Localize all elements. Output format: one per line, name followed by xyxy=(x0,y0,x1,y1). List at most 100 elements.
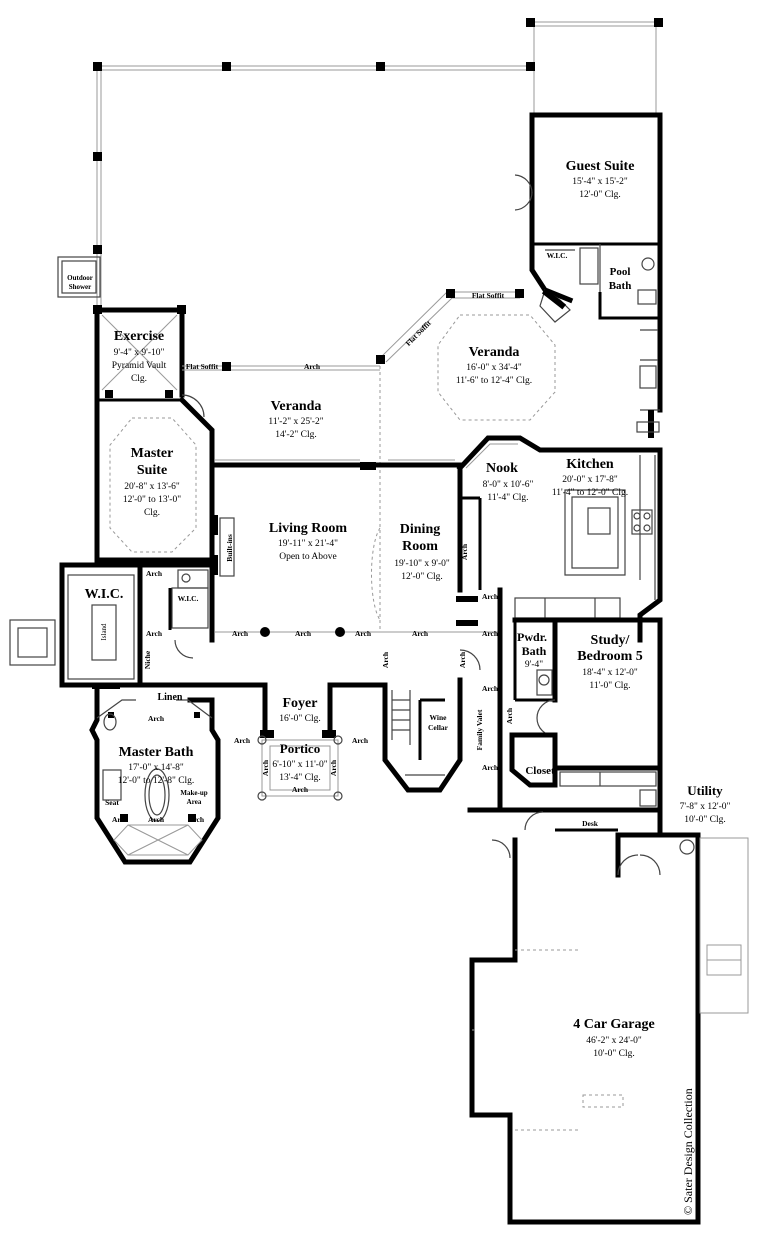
outdoor-shower xyxy=(57,256,101,298)
arch-label-wic-mid: Arch xyxy=(146,629,163,638)
portico-clg: 13'-4" Clg. xyxy=(279,773,320,783)
arch-label-wic-top: Arch xyxy=(146,569,163,578)
arch-label-bath-b3: Arch xyxy=(188,815,205,824)
wic-island-label: Island xyxy=(100,623,108,641)
master-suite-name2: Suite xyxy=(137,463,167,478)
linen-label: Linen xyxy=(157,692,182,703)
portico-size: 6'-10" x 11'-0" xyxy=(272,760,327,770)
arch-label-hall1: Arch xyxy=(232,629,249,638)
arch-label-portico-right: Arch xyxy=(352,736,369,745)
outdoor-shower-label2: Shower xyxy=(69,283,92,291)
garage-size: 46'-2" x 24'-0" xyxy=(586,1036,642,1046)
flat-soffit-label-left: Flat Soffit xyxy=(186,362,219,371)
veranda-right-clg: 11'-6" to 12'-4" Clg. xyxy=(456,376,532,386)
nook-name: Nook xyxy=(486,461,518,476)
kitchen-name: Kitchen xyxy=(566,457,614,472)
wine-cellar-label1: Wine xyxy=(430,713,448,722)
arch-label-hall5: Arch xyxy=(482,629,499,638)
utility-name: Utility xyxy=(687,783,723,798)
arch-label-valet1: Arch xyxy=(482,684,499,693)
arch-label-hall2: Arch xyxy=(295,629,312,638)
master-bath-name: Master Bath xyxy=(119,745,194,760)
utility-size: 7'-8" x 12'-0" xyxy=(680,802,731,812)
master-suite-clg2: Clg. xyxy=(144,508,160,518)
pool-bath-name2: Bath xyxy=(609,280,632,292)
exercise-clg2: Clg. xyxy=(131,374,147,384)
living-room-clg: Open to Above xyxy=(279,552,337,562)
guest-suite-size: 15'-4" x 15'-2" xyxy=(572,177,628,187)
master-suite-size: 20'-8" x 13'-6" xyxy=(124,482,180,492)
wic-main-name: W.I.C. xyxy=(85,587,124,602)
pwdr-bath-name2: Bath xyxy=(522,644,547,658)
living-room-size: 19'-11" x 21'-4" xyxy=(278,539,338,549)
flat-soffit-label-diagonal: Flat Soffit xyxy=(404,318,434,348)
makeup-label2: Area xyxy=(187,798,202,806)
veranda-left-clg: 14'-2" Clg. xyxy=(275,430,316,440)
closet-label: Closet xyxy=(525,765,555,777)
veranda-right-size: 16'-0" x 34'-4" xyxy=(466,363,522,373)
study-name2: Bedroom 5 xyxy=(577,649,642,664)
arch-label-bath-b1: Arch xyxy=(112,815,129,824)
outdoor-shower-label1: Outdoor xyxy=(67,274,93,282)
arch-label-nook: Arch xyxy=(460,543,469,560)
wine-cellar-label2: Cellar xyxy=(428,723,449,732)
master-bath xyxy=(89,682,221,865)
arch-label-hall3: Arch xyxy=(355,629,372,638)
family-valet-label: Family Valet xyxy=(475,709,484,750)
veranda-right xyxy=(376,289,556,421)
arch-label-portico-bottom: Arch xyxy=(292,785,309,794)
niche-label: Niche xyxy=(143,650,152,669)
veranda-left-size: 11'-2" x 25'-2" xyxy=(268,417,323,427)
guest-suite-walls xyxy=(514,112,663,438)
pool-bath-name1: Pool xyxy=(610,266,631,278)
dining-room-name2: Room xyxy=(402,539,438,554)
study-name1: Study/ xyxy=(591,633,631,648)
guest-wic-label: W.I.C. xyxy=(547,251,568,260)
kitchen-clg: 11'-4" to 12'-0" Clg. xyxy=(552,488,628,498)
master-suite-clg1: 12'-0" to 13'-0" xyxy=(123,495,181,505)
study-pwdr xyxy=(459,587,663,813)
arch-label-portico-left: Arch xyxy=(234,736,251,745)
garage xyxy=(469,832,749,1225)
living-dining xyxy=(209,459,500,637)
exercise-clg1: Pyramid Vault xyxy=(112,361,167,371)
nook-clg: 11'-4" Clg. xyxy=(487,493,528,503)
foyer-clg: 16'-0" Clg. xyxy=(279,714,320,724)
living-room-name: Living Room xyxy=(269,521,348,536)
veranda-left-name: Veranda xyxy=(271,399,322,414)
seat-label: Seat xyxy=(105,798,119,807)
pwdr-bath-size: 9'-4" xyxy=(525,660,543,670)
arch-label-center: Arch xyxy=(381,651,390,668)
wic-hall xyxy=(9,562,215,689)
makeup-label1: Make-up xyxy=(180,789,207,797)
arch-label-bath-b2: Arch xyxy=(148,815,165,824)
garage-clg: 10'-0" Clg. xyxy=(593,1049,634,1059)
master-suite-name1: Master xyxy=(131,446,174,461)
arch-label-valet2: Arch xyxy=(482,763,499,772)
foyer-portico xyxy=(209,677,463,801)
dining-room-clg: 12'-0" Clg. xyxy=(401,572,442,582)
arch-label-portico-side2: Arch xyxy=(329,759,338,776)
veranda-right-name: Veranda xyxy=(469,345,520,360)
arch-label-hall6: Arch xyxy=(482,592,499,601)
portico-name: Portico xyxy=(280,741,320,756)
master-bath-size: 17'-0" x 14'-8" xyxy=(128,763,184,773)
guest-suite-name: Guest Suite xyxy=(566,159,635,174)
master-bath-clg: 12'-0" to 12'-8" Clg. xyxy=(118,776,195,786)
study-size: 18'-4" x 12'-0" xyxy=(582,668,638,678)
copyright-text: © Sater Design Collection xyxy=(681,1088,695,1215)
veranda-left xyxy=(181,362,381,465)
exercise-room xyxy=(93,305,186,563)
kitchen-size: 20'-0" x 17'-8" xyxy=(562,475,618,485)
dining-room-size: 19'-10" x 9'-0" xyxy=(394,559,450,569)
pwdr-bath-name1: Pwdr. xyxy=(517,630,547,644)
wic-small-label: W.I.C. xyxy=(178,594,199,603)
study-clg: 11'-0" Clg. xyxy=(589,681,630,691)
arch-label-dining-side: Arch xyxy=(458,651,467,668)
utility xyxy=(467,765,663,833)
arch-label-veranda: Arch xyxy=(304,362,321,371)
master-suite xyxy=(94,396,215,563)
exercise-size: 9'-4" x 9'-10" xyxy=(114,348,165,358)
foyer-name: Foyer xyxy=(283,696,318,711)
